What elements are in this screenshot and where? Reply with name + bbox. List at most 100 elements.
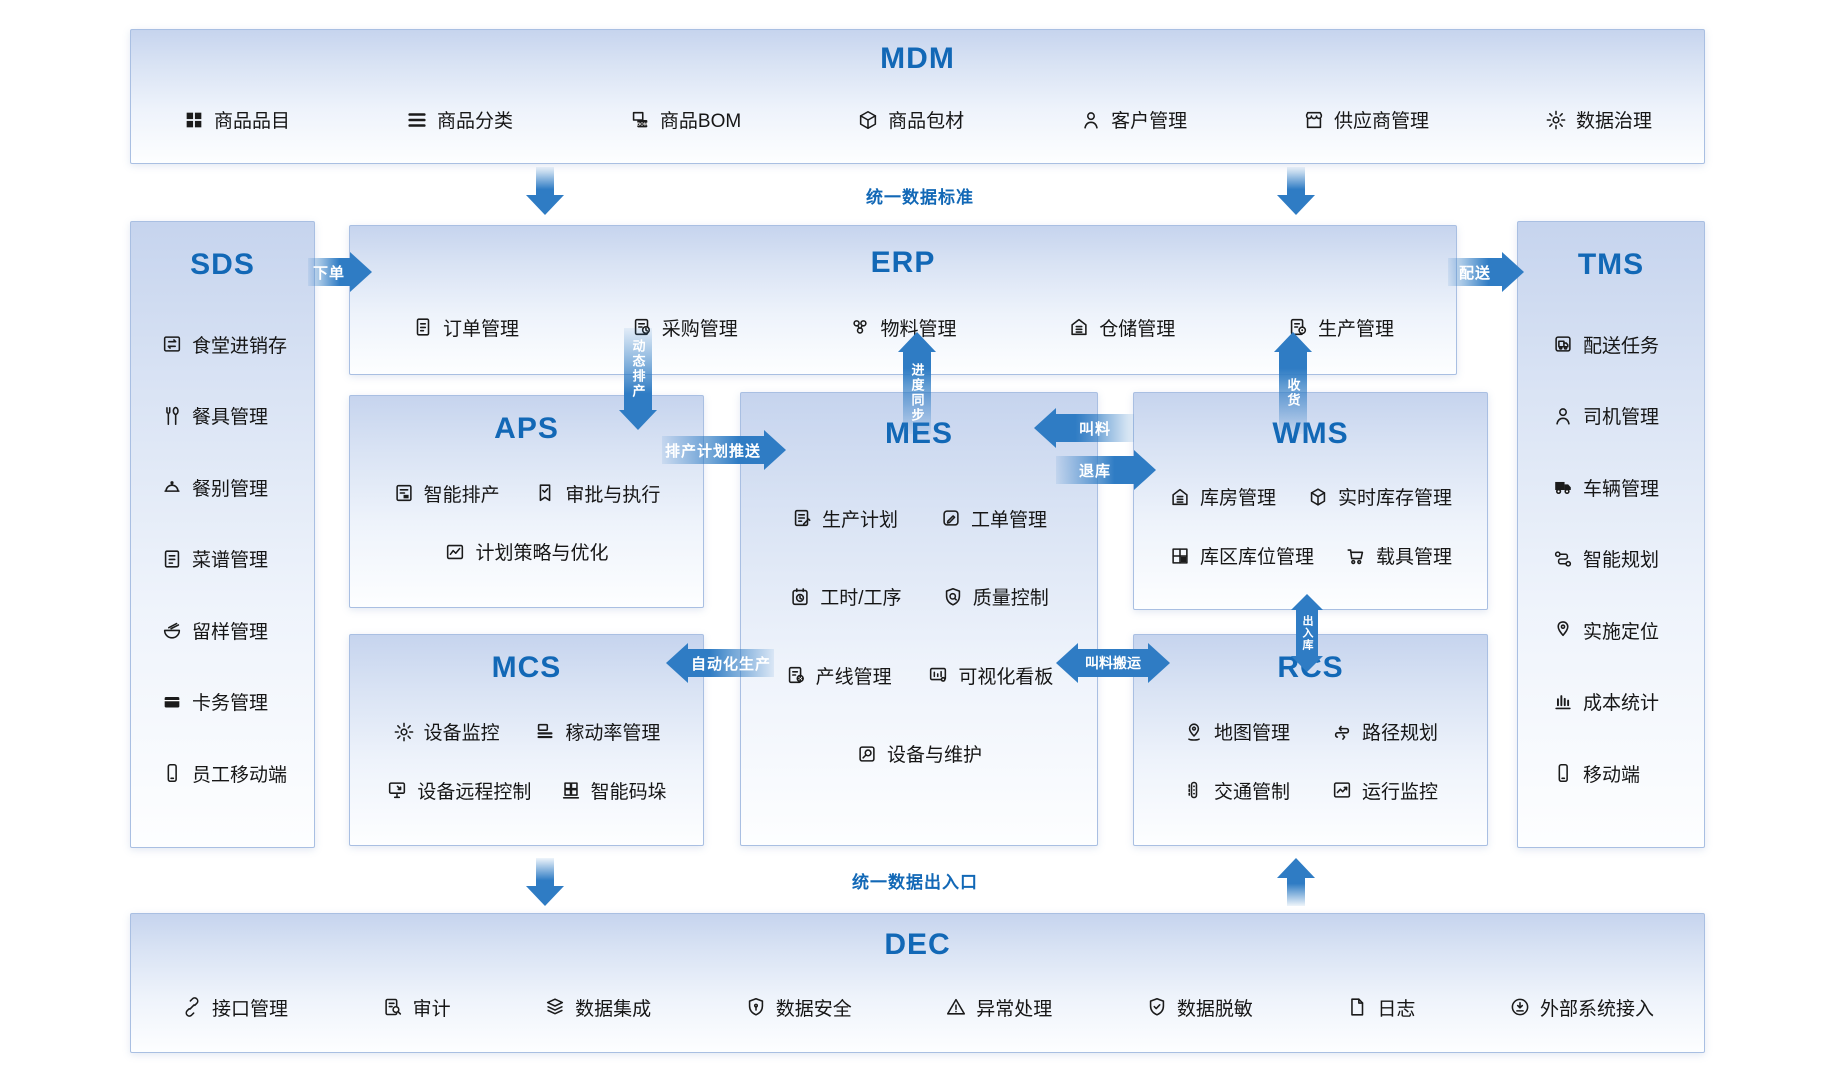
tms-title: TMS	[1577, 248, 1645, 281]
flow-delivery: 配送	[1448, 252, 1524, 292]
module-item-label: 库区库位管理	[1199, 547, 1314, 568]
delivery-truck-doc-icon	[1552, 333, 1574, 355]
module-item: 生产计划	[791, 505, 898, 532]
flow-label: 排产计划推送	[662, 436, 765, 464]
trolley-icon	[1345, 545, 1367, 567]
mcs-dec-down-arrow	[526, 858, 564, 906]
module-item: 智能规划	[1552, 545, 1704, 572]
module-item-label: 库房管理	[1199, 488, 1276, 509]
module-item-label: 数据治理	[1575, 111, 1652, 132]
arrow-shaft	[536, 858, 554, 886]
module-item-label: 员工移动端	[192, 764, 288, 786]
wms-panel: WMS 库房管理实时库存管理库区库位管理载具管理	[1133, 392, 1488, 610]
module-item: 菜谱管理	[161, 545, 314, 572]
module-item: 可视化看板	[927, 662, 1053, 689]
mobile-icon	[161, 762, 183, 784]
module-item-label: 地图管理	[1213, 723, 1290, 745]
card-icon	[161, 691, 183, 713]
cost-bars-icon	[1552, 691, 1574, 713]
module-item-label: 数据安全	[775, 998, 852, 1020]
approval-flag-icon	[534, 482, 556, 504]
module-item-label: 配送任务	[1583, 335, 1660, 357]
dec-panel: DEC 接口管理审计数据集成数据安全异常处理数据脱敏日志外部系统接入	[130, 913, 1705, 1053]
bowl-icon	[161, 619, 183, 641]
arrow-head-left-icon	[1034, 408, 1056, 448]
arrow-head-down-icon	[1291, 656, 1323, 672]
module-item-label: 接口管理	[212, 998, 289, 1020]
flow-label: 叫料	[1056, 414, 1134, 442]
pallet-grid-icon	[560, 779, 582, 801]
module-item-label: 供应商管理	[1334, 111, 1430, 132]
user-icon	[1552, 405, 1574, 427]
module-item: 餐别管理	[161, 474, 314, 501]
arrow-shaft	[536, 167, 554, 195]
module-item-label: 餐具管理	[192, 407, 269, 428]
module-item-label: 稼动率管理	[565, 723, 661, 745]
module-item-label: 产线管理	[815, 666, 892, 688]
erp-title: ERP	[870, 246, 936, 279]
module-item-label: 交通管制	[1213, 781, 1290, 803]
module-item-row: 工时/工序 质量控制	[749, 583, 1089, 610]
module-item: 仓储管理	[1068, 314, 1175, 341]
module-item: 订单管理	[412, 314, 519, 341]
route-path-icon	[1331, 721, 1353, 743]
flow-progress-sync: 进度同步	[897, 332, 937, 434]
module-item: 卡务管理	[161, 688, 314, 715]
module-item: 数据治理	[1545, 106, 1652, 133]
module-item: 数据脱敏	[1146, 994, 1253, 1021]
module-item: 稼动率管理	[534, 718, 660, 745]
module-item-label: 工时/工序	[820, 588, 902, 610]
module-item: 成本统计	[1552, 688, 1704, 715]
arrow-head-right-icon	[1134, 450, 1156, 490]
module-item-label: 审计	[412, 998, 451, 1020]
erp-panel: ERP 订单管理采购管理物料管理仓储管理生产管理	[349, 225, 1457, 375]
module-item-label: 异常处理	[976, 998, 1053, 1020]
flow-return-to-store: 退库	[1056, 450, 1156, 490]
module-item: 生产管理	[1287, 314, 1394, 341]
smart-route-icon	[1552, 548, 1574, 570]
module-item-row: 库房管理 实时库存管理	[1138, 483, 1483, 510]
gear-icon	[393, 721, 415, 743]
arrow-shaft	[1287, 878, 1305, 906]
module-item: 食堂进销存	[161, 331, 314, 358]
module-item: 设备与维护	[856, 740, 982, 767]
grid-icon	[183, 109, 205, 131]
module-item-label: 路径规划	[1361, 723, 1438, 745]
module-item-label: 实时库存管理	[1337, 488, 1452, 509]
gear-icon	[1545, 109, 1567, 131]
flow-place-order: 下单	[308, 252, 372, 292]
flow-label: 动态排产	[624, 328, 652, 410]
module-item: 地图管理	[1183, 718, 1290, 745]
audit-doc-icon	[382, 996, 404, 1018]
device-magnifier-icon	[856, 743, 878, 765]
flow-label: 叫料搬运	[1078, 649, 1148, 677]
module-item: 员工移动端	[161, 760, 314, 787]
module-item: 设备监控	[393, 718, 500, 745]
location-pin-icon	[1552, 619, 1574, 641]
module-item-label: 商品品目	[214, 111, 291, 132]
remote-monitor-icon	[386, 779, 408, 801]
external-access-icon	[1509, 996, 1531, 1018]
sds-items: 食堂进销存餐具管理餐别管理菜谱管理留样管理卡务管理员工移动端	[131, 282, 314, 847]
flow-receiving: 收货	[1273, 332, 1313, 434]
module-item-label: 外部系统接入	[1539, 998, 1654, 1020]
mdm-down-arrow-left	[526, 167, 564, 215]
bom-doc-icon: BOM	[629, 109, 651, 131]
arrow-head-right-icon	[1502, 252, 1524, 292]
user-icon	[1080, 109, 1102, 131]
module-item: 质量控制	[942, 583, 1049, 610]
svg-text:BOM: BOM	[637, 121, 648, 127]
flow-label: 下单	[308, 258, 350, 286]
kanban-board-icon	[927, 664, 949, 686]
module-item: 交通管制	[1183, 777, 1290, 804]
flow-automated-production: 自动化生产	[666, 643, 775, 683]
unified-data-io-label: 统一数据出入口	[852, 873, 978, 892]
package-box-icon	[857, 109, 879, 131]
category-list-icon	[406, 109, 428, 131]
warehouse-house-icon	[1169, 486, 1191, 508]
module-item-row: 库区库位管理 载具管理	[1138, 542, 1483, 569]
module-item-label: 载具管理	[1375, 547, 1452, 568]
module-item-label: 菜谱管理	[192, 550, 269, 571]
module-item: 供应商管理	[1303, 106, 1429, 133]
